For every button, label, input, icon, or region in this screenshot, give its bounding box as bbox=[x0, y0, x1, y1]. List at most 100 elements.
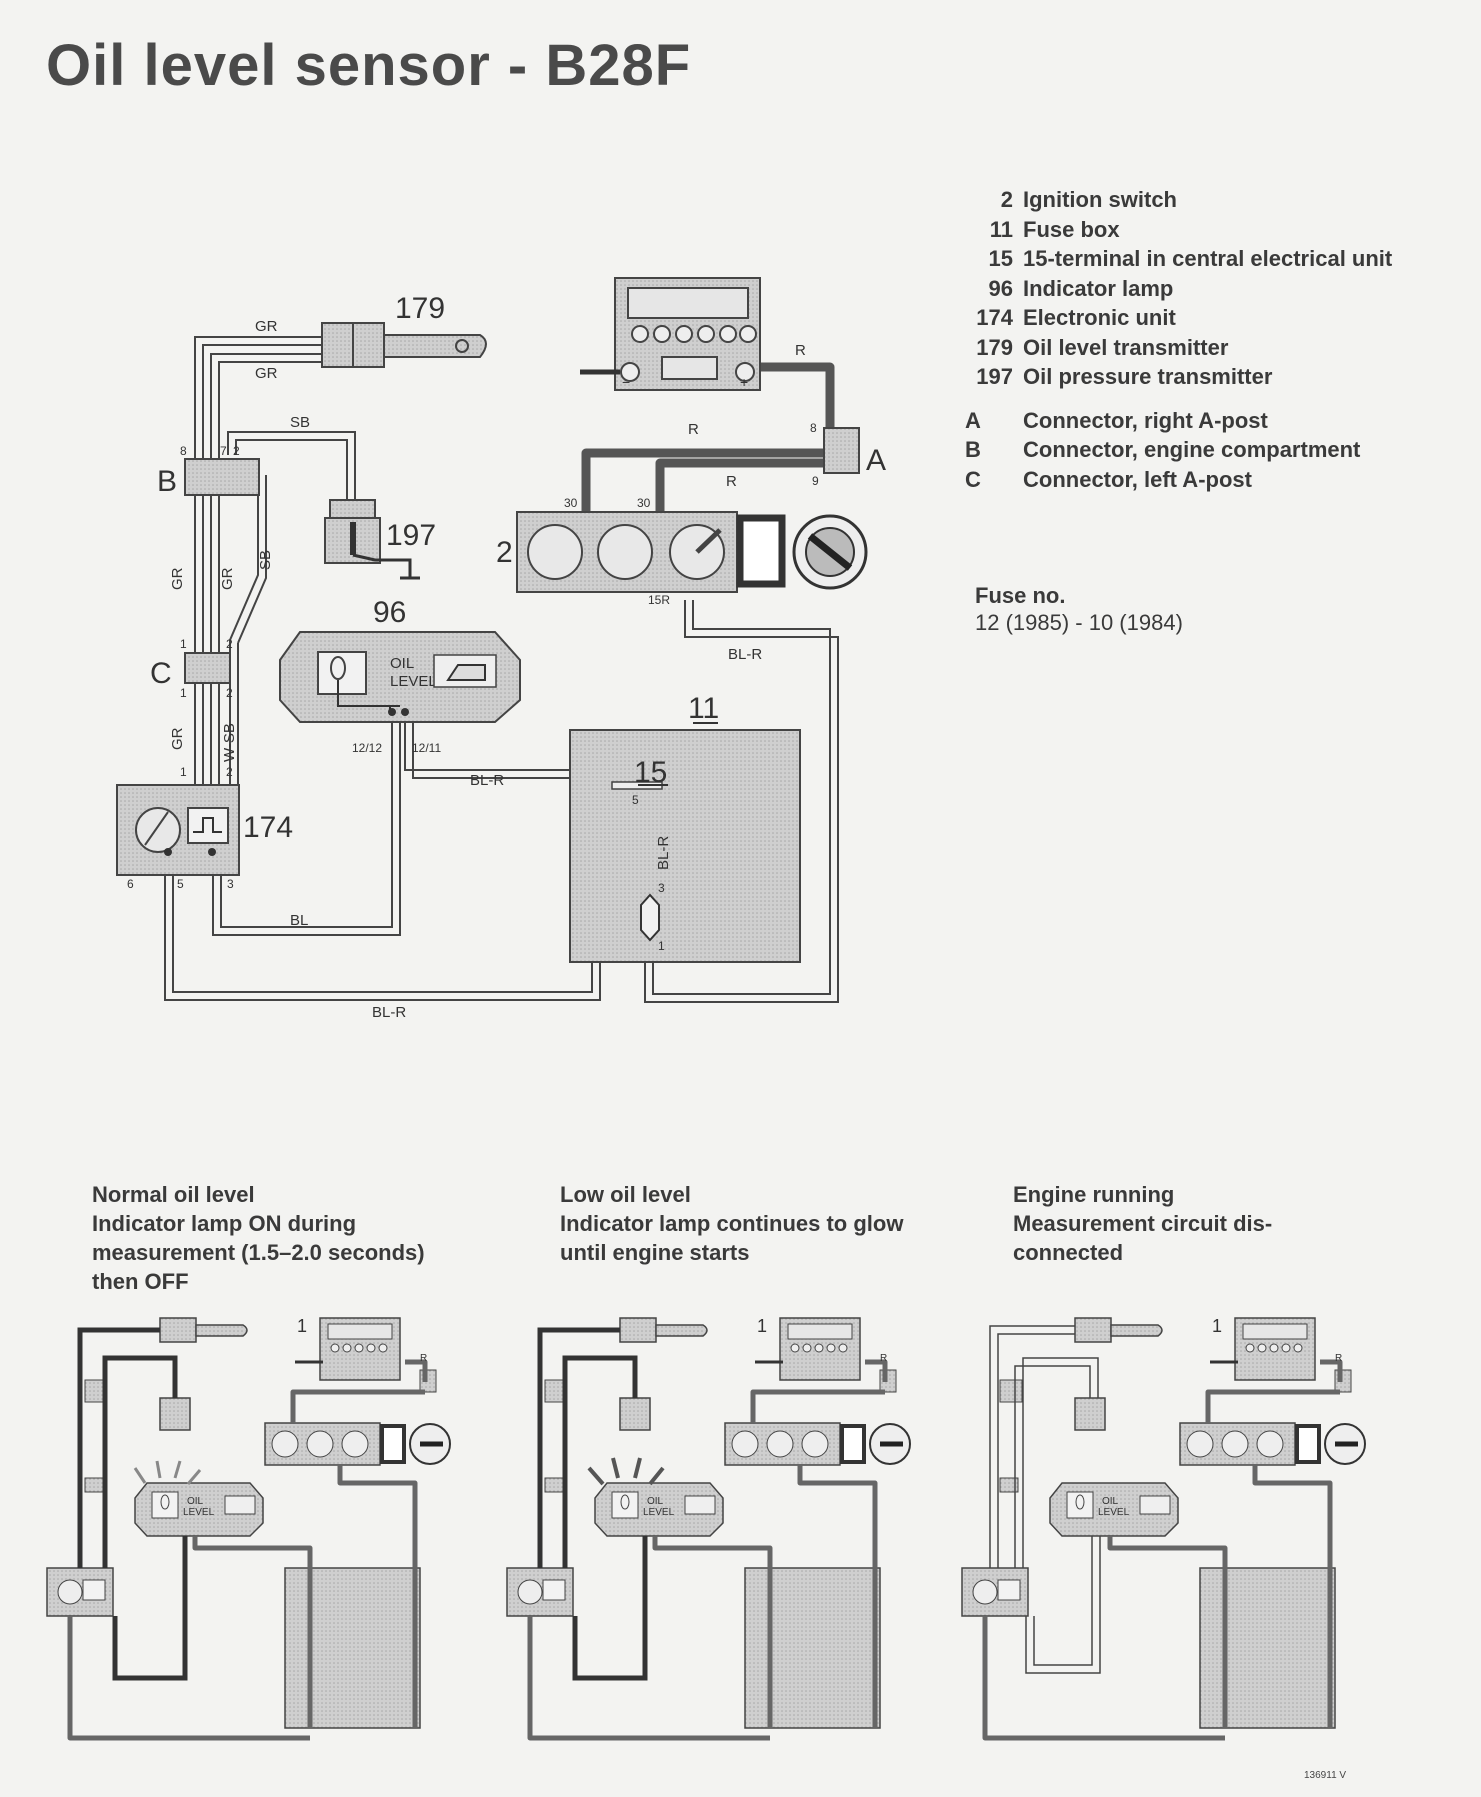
svg-text:SB: SB bbox=[257, 550, 274, 570]
svg-text:2: 2 bbox=[226, 765, 233, 779]
state-diagram-running: 1 R OIL LEVEL bbox=[962, 1316, 1365, 1738]
electronic-unit bbox=[116, 784, 240, 876]
label-96: 96 bbox=[373, 596, 406, 629]
svg-text:GR: GR bbox=[219, 567, 236, 590]
svg-text:R: R bbox=[1335, 1353, 1342, 1364]
label-15: 15 bbox=[634, 756, 667, 789]
svg-text:BL-R: BL-R bbox=[470, 772, 504, 789]
svg-text:12/11: 12/11 bbox=[412, 741, 441, 755]
label-conn-b: B bbox=[157, 465, 177, 498]
red-wires bbox=[581, 362, 835, 512]
svg-text:1: 1 bbox=[297, 1316, 307, 1336]
svg-text:2: 2 bbox=[226, 637, 233, 651]
wire-labels: GR GR SB R R R BL-R BL-R BL-R BL GR GR S… bbox=[169, 318, 806, 1021]
svg-text:1: 1 bbox=[180, 686, 187, 700]
svg-text:LEVEL: LEVEL bbox=[643, 1507, 675, 1518]
svg-text:R: R bbox=[726, 473, 737, 490]
svg-text:6: 6 bbox=[127, 877, 134, 891]
svg-text:R: R bbox=[420, 1353, 427, 1364]
component-numbers: 179 197 96 174 11 15 2 A B C bbox=[150, 292, 886, 844]
svg-text:15R: 15R bbox=[648, 593, 670, 607]
page-title: Oil level sensor - B28F bbox=[46, 33, 692, 98]
label-conn-c: C bbox=[150, 657, 172, 690]
state-diagram-normal: 1 R OIL LEVEL bbox=[47, 1316, 450, 1738]
label-179: 179 bbox=[395, 292, 445, 325]
svg-text:W-SB: W-SB bbox=[221, 723, 238, 762]
svg-text:GR: GR bbox=[169, 567, 186, 590]
svg-text:SB: SB bbox=[290, 414, 310, 431]
svg-text:12/12: 12/12 bbox=[352, 741, 382, 755]
connector-b bbox=[184, 458, 260, 496]
fuse-info: Fuse no. 12 (1985) - 10 (1984) bbox=[975, 583, 1183, 635]
oil-label: OIL bbox=[390, 655, 414, 672]
svg-text:R: R bbox=[880, 1353, 887, 1364]
battery bbox=[580, 277, 761, 391]
svg-text:BL-R: BL-R bbox=[655, 836, 672, 870]
svg-text:1: 1 bbox=[757, 1316, 767, 1336]
fuse-box bbox=[569, 722, 801, 963]
svg-text:5: 5 bbox=[177, 877, 184, 891]
svg-text:BL: BL bbox=[290, 912, 308, 929]
svg-text:R: R bbox=[795, 342, 806, 359]
svg-text:1: 1 bbox=[658, 939, 665, 953]
svg-text:3: 3 bbox=[658, 881, 665, 895]
svg-text:30: 30 bbox=[637, 496, 651, 510]
svg-text:1: 1 bbox=[1212, 1316, 1222, 1336]
caption-running: Engine running Measurement circuit dis- … bbox=[1013, 1182, 1273, 1265]
svg-text:8: 8 bbox=[810, 421, 817, 435]
reference-number: 136911 V bbox=[1304, 1770, 1347, 1781]
svg-text:5: 5 bbox=[632, 793, 639, 807]
svg-text:GR: GR bbox=[255, 318, 278, 335]
svg-text:OIL: OIL bbox=[187, 1496, 204, 1507]
oil-pressure-transmitter bbox=[324, 499, 420, 580]
svg-text:OIL: OIL bbox=[647, 1496, 664, 1507]
pin-numbers: 8 9 30 30 15R 8 7 2 1 2 1 2 1 2 6 5 3 12… bbox=[127, 374, 819, 953]
svg-text:1: 1 bbox=[180, 765, 187, 779]
svg-text:LEVEL: LEVEL bbox=[183, 1507, 215, 1518]
svg-text:7: 7 bbox=[220, 444, 227, 458]
svg-text:−: − bbox=[622, 374, 630, 390]
svg-text:GR: GR bbox=[169, 727, 186, 750]
caption-low: Low oil level Indicator lamp continues t… bbox=[560, 1182, 904, 1265]
svg-text:3: 3 bbox=[227, 877, 234, 891]
svg-text:1: 1 bbox=[180, 637, 187, 651]
svg-text:2: 2 bbox=[226, 686, 233, 700]
svg-text:LEVEL: LEVEL bbox=[1098, 1507, 1130, 1518]
connector-c bbox=[184, 652, 231, 684]
state-diagram-low: 1 R OIL LEVEL bbox=[507, 1316, 910, 1738]
svg-text:9: 9 bbox=[812, 474, 819, 488]
label-2: 2 bbox=[496, 536, 513, 569]
svg-text:OIL: OIL bbox=[1102, 1496, 1119, 1507]
svg-text:8: 8 bbox=[180, 444, 187, 458]
connector-a bbox=[823, 427, 860, 474]
svg-text:GR: GR bbox=[255, 365, 278, 382]
indicator-lamp-unit: OIL LEVEL bbox=[279, 631, 521, 723]
label-174: 174 bbox=[243, 811, 293, 844]
svg-text:30: 30 bbox=[564, 496, 578, 510]
label-11: 11 bbox=[688, 692, 719, 725]
svg-text:BL-R: BL-R bbox=[728, 646, 762, 663]
svg-text:+: + bbox=[740, 374, 748, 390]
caption-normal: Normal oil level Indicator lamp ON durin… bbox=[92, 1182, 425, 1294]
ignition-switch bbox=[516, 511, 868, 593]
svg-text:2: 2 bbox=[233, 444, 240, 458]
level-label: LEVEL bbox=[390, 673, 437, 690]
oil-level-transmitter bbox=[321, 322, 487, 368]
svg-text:R: R bbox=[688, 421, 699, 438]
label-conn-a: A bbox=[866, 444, 886, 477]
label-197: 197 bbox=[386, 519, 436, 552]
svg-text:BL-R: BL-R bbox=[372, 1004, 406, 1021]
